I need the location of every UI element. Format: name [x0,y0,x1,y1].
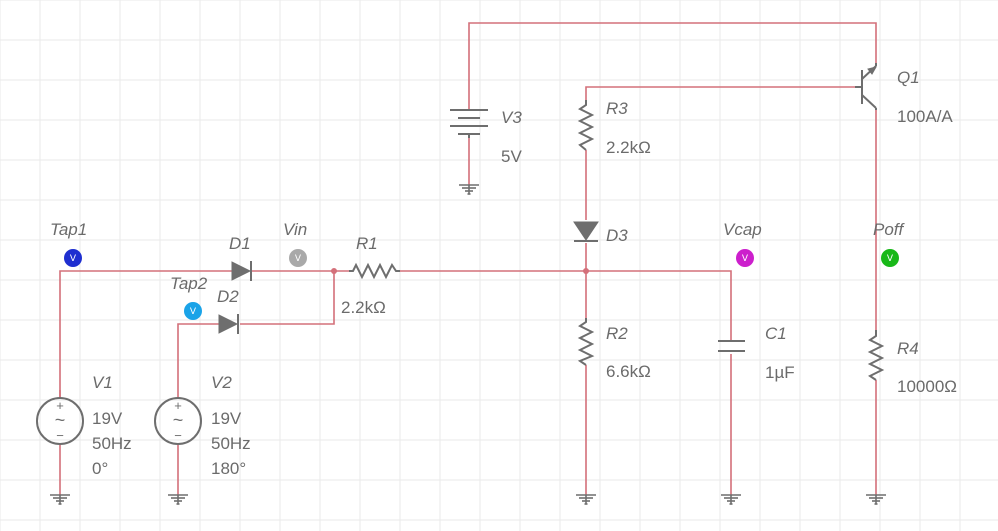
probe-tap2-marker [184,302,202,320]
ground-icon [576,494,596,505]
source-v1[interactable]: + ~ − [36,390,84,445]
wire-r3-to-q1-base[interactable] [585,86,855,100]
junction-dot [331,268,337,274]
transistor-q1[interactable] [855,63,878,110]
r1-ref: R1 [356,234,378,253]
probe-vcap[interactable]: V [736,249,754,267]
probe-vin-label: Vin [283,220,307,239]
plus-sign: + [56,398,64,413]
r1-value: 2.2kΩ [341,298,386,317]
v3-ref: V3 [501,108,522,127]
capacitor-c1[interactable] [718,340,745,352]
v2-phase: 180° [211,459,246,478]
probe-vcap-marker [736,249,754,267]
junction-dot [583,268,589,274]
r4-value: 10000Ω [897,377,957,396]
probe-tap1-marker [64,249,82,267]
probe-vin[interactable]: V [289,249,307,267]
tilde-icon: ~ [173,410,184,430]
c1-ref: C1 [765,324,787,343]
diode-d1[interactable] [231,261,252,281]
r3-value: 2.2kΩ [606,138,651,157]
minus-sign: − [174,428,182,443]
ground-icon [50,494,70,505]
probe-tap1-label: Tap1 [50,220,87,239]
v1-ref: V1 [92,373,113,392]
ground-icon [866,494,886,505]
wire-v3-to-q1-collector[interactable] [468,22,877,110]
wire-v1-to-d1[interactable] [59,270,232,398]
r2-value: 6.6kΩ [606,362,651,381]
battery-v3[interactable] [450,109,488,138]
q1-value: 100A/A [897,107,953,126]
probe-vcap-label: Vcap [723,220,762,239]
v1-frequency: 50Hz [92,434,132,453]
ground-icon [459,184,479,195]
q1-ref: Q1 [897,68,920,87]
d2-ref: D2 [217,287,239,306]
probe-vin-marker [289,249,307,267]
source-v2[interactable]: + ~ − [154,397,202,445]
v1-voltage: 19V [92,409,123,428]
resistor-r3[interactable] [577,100,595,151]
voltmeter-icon: V [742,254,749,264]
v2-frequency: 50Hz [211,434,251,453]
diode-d2[interactable] [218,314,239,334]
r4-ref: R4 [897,339,919,358]
voltmeter-icon: V [190,307,197,317]
voltmeter-icon: V [887,254,894,264]
probe-poff[interactable]: V [881,249,899,267]
plus-sign: + [174,398,182,413]
v1-phase: 0° [92,459,108,478]
voltmeter-icon: V [70,254,77,264]
resistor-r4[interactable] [867,330,885,381]
r3-ref: R3 [606,99,628,118]
grounds [50,184,886,505]
diode-d3[interactable] [573,221,599,242]
v2-ref: V2 [211,373,232,392]
probe-tap2[interactable]: V [184,302,202,320]
v2-voltage: 19V [211,409,242,428]
c1-value: 1µF [765,363,795,382]
wire-node-to-c1[interactable] [586,270,732,340]
probe-tap1[interactable]: V [64,249,82,267]
wire-d2-to-node[interactable] [240,271,335,325]
ground-icon [168,494,188,505]
tilde-icon: ~ [55,410,66,430]
d3-ref: D3 [606,226,628,245]
probe-poff-marker [881,249,899,267]
wire-v2-to-d2[interactable] [177,323,219,398]
ground-icon [721,494,741,505]
minus-sign: − [56,428,64,443]
resistor-r2[interactable] [577,318,595,366]
probe-poff-label: Poff [873,220,906,239]
resistor-r1[interactable] [349,262,400,280]
voltmeter-icon: V [295,254,302,264]
probe-tap2-label: Tap2 [170,274,208,293]
r2-ref: R2 [606,324,628,343]
v3-value: 5V [501,147,522,166]
d1-ref: D1 [229,234,251,253]
